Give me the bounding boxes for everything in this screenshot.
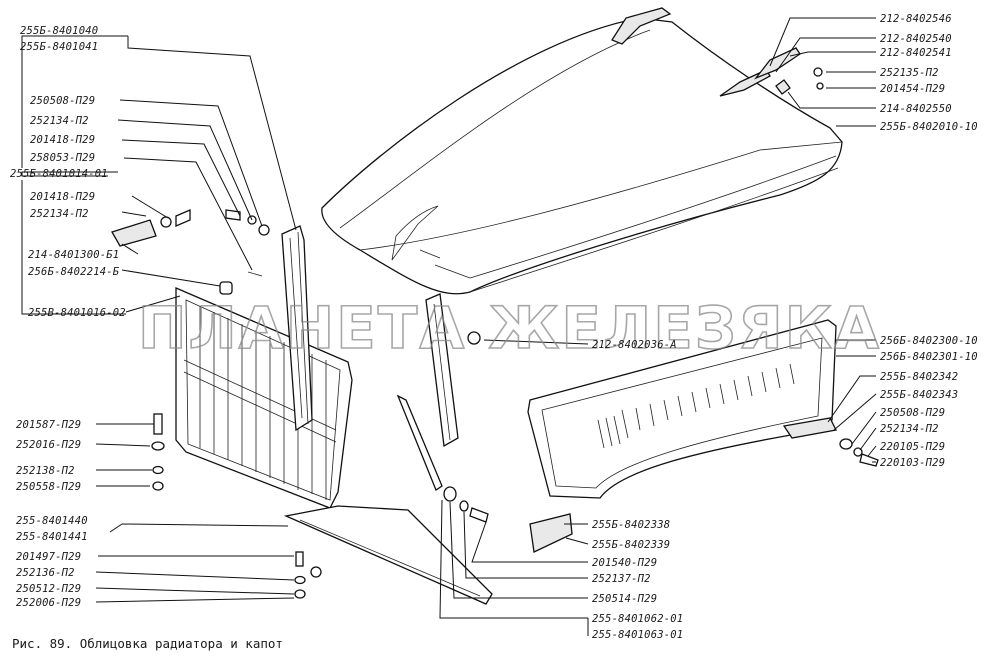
label-part: 252134-П2 xyxy=(30,115,89,127)
label-part: 255-8401441 xyxy=(16,531,88,543)
label-part: 255Б-8401040 xyxy=(20,25,98,37)
hood-hinge-parts xyxy=(754,47,824,95)
center-post xyxy=(396,293,489,523)
leader-lines xyxy=(21,17,877,636)
label-part: 201418-П29 xyxy=(30,191,95,203)
figure-caption: Рис. 89. Облицовка радиатора и капот xyxy=(12,636,283,651)
label-part: 255Б-8401041 xyxy=(20,41,98,53)
label-part: 258053-П29 xyxy=(30,152,95,164)
label-part: 250558-П29 xyxy=(16,481,81,493)
label-part: 252006-П29 xyxy=(16,597,81,609)
label-part: 250508-П29 xyxy=(880,407,945,419)
label-part: 256Б-8402214-Б xyxy=(28,266,120,278)
lower-shield-part xyxy=(283,505,493,605)
label-part: 256Б-8402300-10 xyxy=(880,335,978,347)
label-part: 252135-П2 xyxy=(880,67,939,79)
label-part: 255В-8401016-02 xyxy=(28,307,126,319)
label-part: 255Б-8402343 xyxy=(880,389,958,401)
label-part: 255Б-8401014-01 xyxy=(10,168,108,180)
label-part: 212-8402540 xyxy=(880,33,952,45)
label-part: 252134-П2 xyxy=(30,208,89,220)
label-part: 212-8402541 xyxy=(880,47,952,59)
label-part: 255Б-8402338 xyxy=(592,519,670,531)
hood-part xyxy=(321,7,843,295)
label-part: 252016-П29 xyxy=(16,439,81,451)
label-part: 201497-П29 xyxy=(16,551,81,563)
label-part: 214-8402550 xyxy=(880,103,952,115)
label-part: 212-8402546 xyxy=(880,13,952,25)
label-part: 214-8401300-Б1 xyxy=(28,249,119,261)
label-part: 250512-П29 xyxy=(16,583,81,595)
label-part: 255Б-8402010-10 xyxy=(880,121,978,133)
label-part: 255Б-8402339 xyxy=(592,539,670,551)
label-part: 255-8401063-01 xyxy=(592,629,683,641)
label-part: 201418-П29 xyxy=(30,134,95,146)
side-post-left xyxy=(281,225,313,432)
part-labels: 255Б-8401040 255Б-8401041 250508-П29 252… xyxy=(10,13,978,641)
label-part: 220105-П29 xyxy=(880,441,945,453)
label-part: 256Б-8402301-10 xyxy=(880,351,978,363)
label-part: 201587-П29 xyxy=(16,419,81,431)
fasteners-upper-left xyxy=(111,209,270,295)
label-part: 201454-П29 xyxy=(880,83,945,95)
label-part: 255-8401062-01 xyxy=(592,613,683,625)
label-part: 252134-П2 xyxy=(880,423,939,435)
label-part: 252136-П2 xyxy=(16,567,75,579)
label-part: 250508-П29 xyxy=(30,95,95,107)
fasteners-lower-left xyxy=(151,413,322,599)
label-part: 250514-П29 xyxy=(592,593,657,605)
watermark-text: ПЛАНЕТА ЖЕЛЕЗЯКА xyxy=(138,294,881,362)
label-part: 201540-П29 xyxy=(592,557,657,569)
label-part: 252137-П2 xyxy=(592,573,651,585)
side-panel-part xyxy=(527,319,879,553)
label-part: 255Б-8402342 xyxy=(880,371,958,383)
label-part: 255-8401440 xyxy=(16,515,88,527)
label-part: 212-8402036-А xyxy=(592,339,677,351)
label-part: 220103-П29 xyxy=(880,457,945,469)
label-part: 252138-П2 xyxy=(16,465,75,477)
